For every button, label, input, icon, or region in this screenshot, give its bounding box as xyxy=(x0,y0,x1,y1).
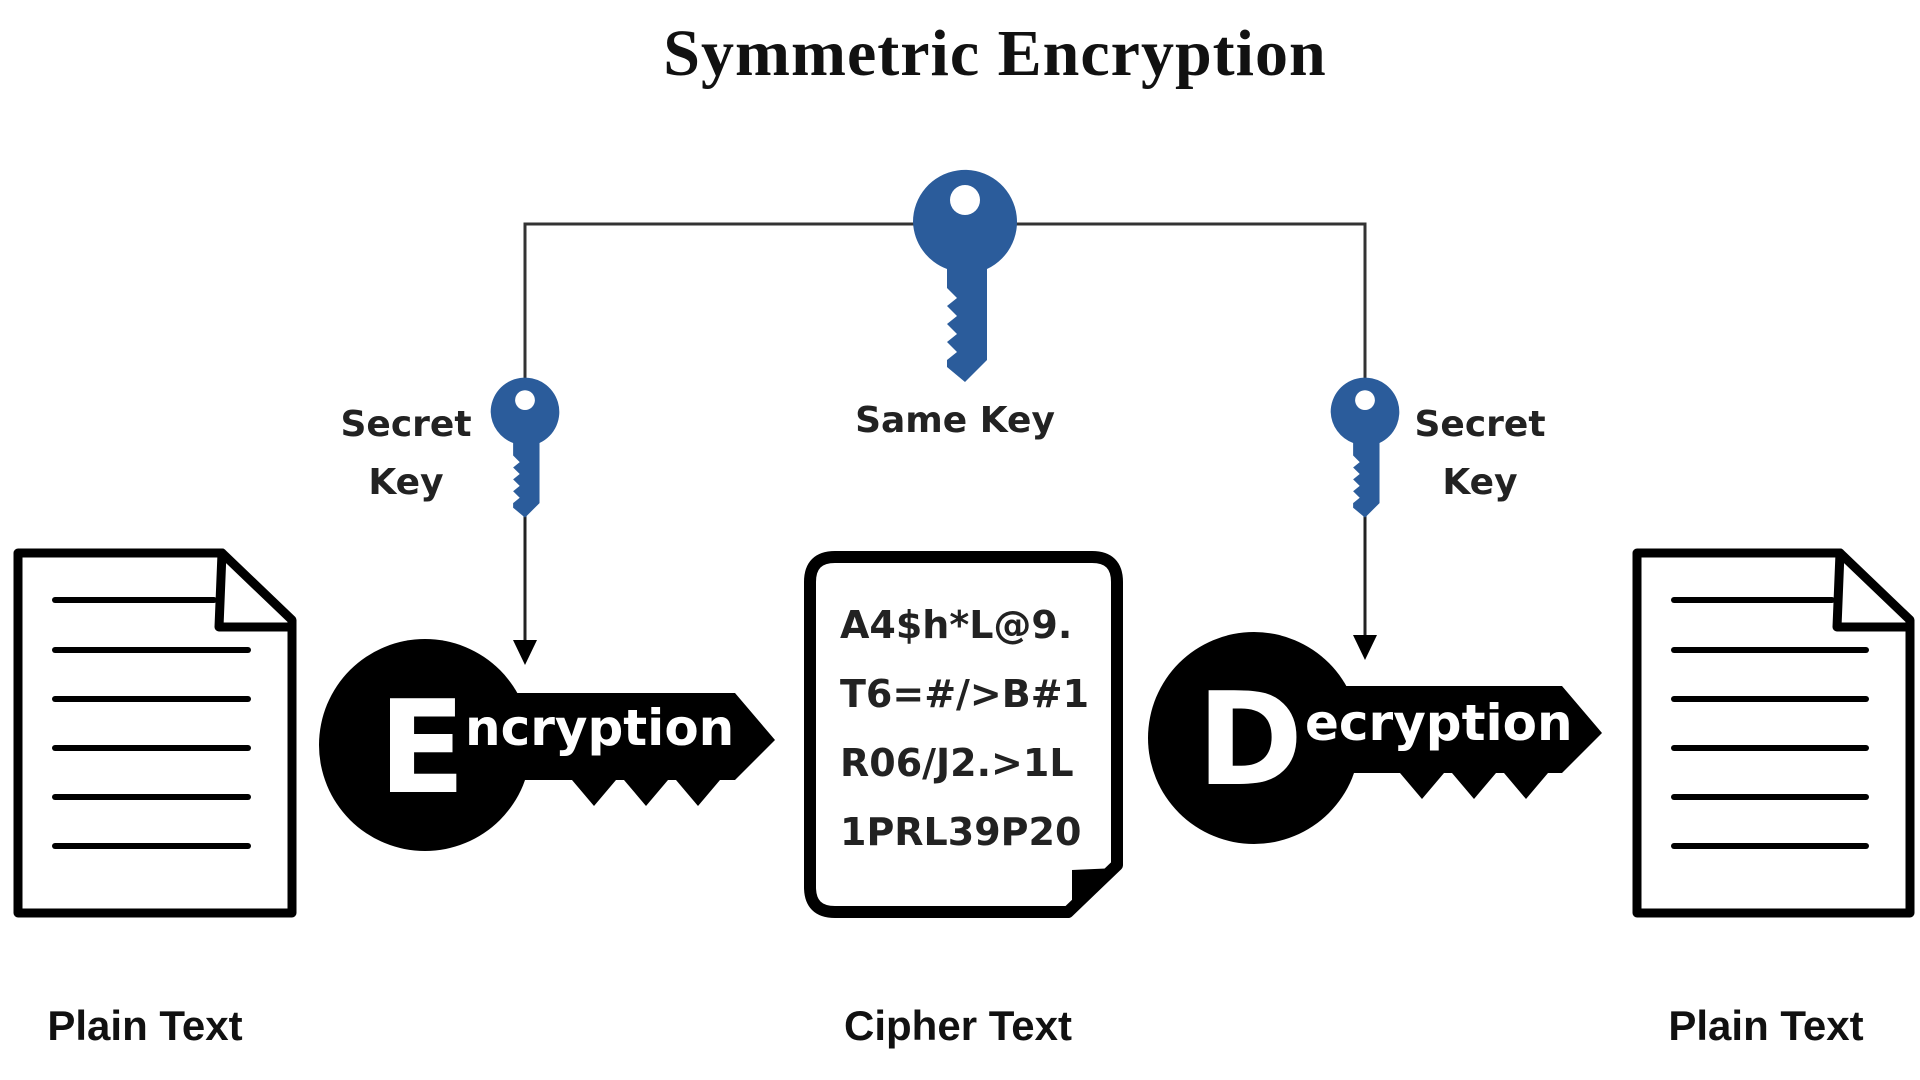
decryption-key-shape: D ecryption xyxy=(1148,632,1602,844)
left-secret-key-label-line1: Secret xyxy=(340,404,471,445)
cipher-line: 1PRL39P20 xyxy=(840,810,1081,854)
encryption-initial: E xyxy=(378,674,465,823)
cipher-document-icon: A4$h*L@9. T6=#/>B#1 R06/J2.>1L 1PRL39P20 xyxy=(804,551,1123,918)
cipher-line: A4$h*L@9. xyxy=(840,603,1072,647)
input-plain-text-label: Plain Text xyxy=(47,1002,242,1049)
input-document-icon xyxy=(13,548,297,918)
arrowhead-encryption xyxy=(513,640,537,665)
diagram-title: Symmetric Encryption xyxy=(663,17,1326,90)
cipher-text-label: Cipher Text xyxy=(844,1002,1072,1049)
same-key-label: Same Key xyxy=(855,400,1055,441)
arrowhead-decryption xyxy=(1353,635,1377,660)
encryption-label: ncryption xyxy=(465,699,734,757)
output-document-icon xyxy=(1632,548,1915,918)
encryption-key-shape: E ncryption xyxy=(319,639,775,851)
right-secret-key-label-line2: Key xyxy=(1442,462,1517,503)
shared-key-icon xyxy=(912,169,1017,382)
cipher-line: T6=#/>B#1 xyxy=(840,672,1089,716)
decryption-label: ecryption xyxy=(1305,694,1573,752)
right-secret-key-label-line1: Secret xyxy=(1414,404,1545,445)
decryption-initial: D xyxy=(1197,666,1303,815)
left-secret-key-icon xyxy=(490,377,560,518)
output-plain-text-label: Plain Text xyxy=(1668,1002,1863,1049)
cipher-line: R06/J2.>1L xyxy=(840,741,1074,785)
left-secret-key-label-line2: Key xyxy=(368,462,443,503)
right-secret-key-icon xyxy=(1330,377,1400,518)
